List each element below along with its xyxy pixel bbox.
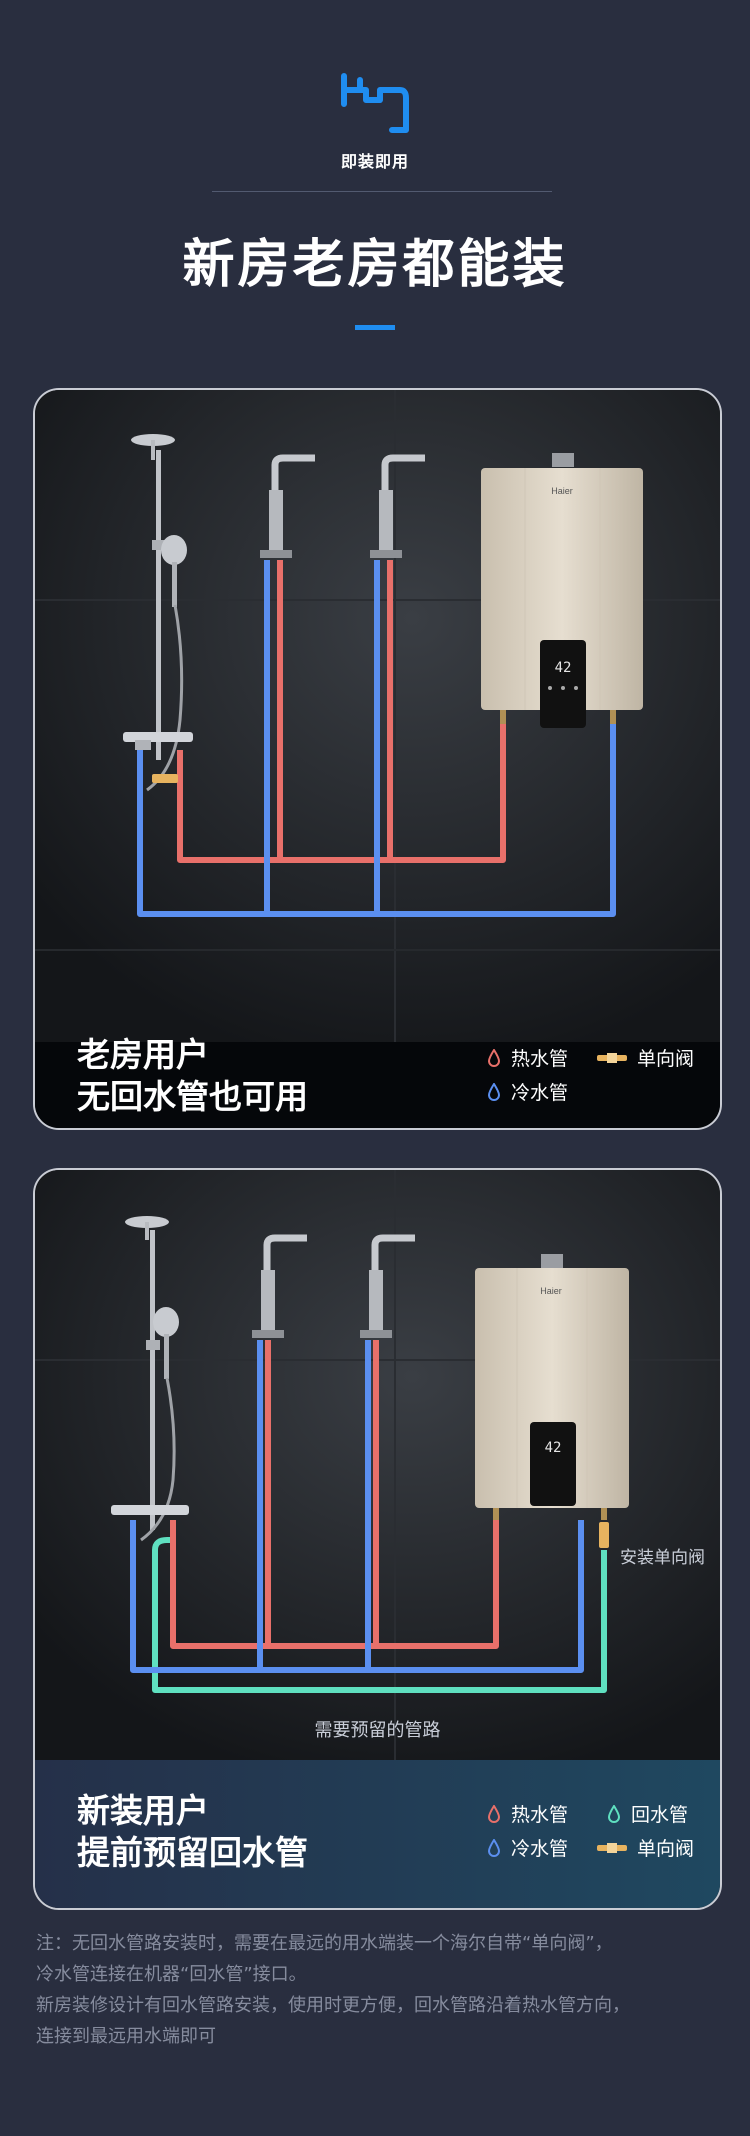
- check-valve-icon: [599, 1522, 609, 1548]
- reserve-label: 需要预留的管路: [314, 1720, 441, 1741]
- svg-text:42: 42: [545, 1440, 562, 1456]
- note-line2: 冷水管连接在机器“回水管”接口。: [36, 1964, 307, 1985]
- hot-pipes: [170, 1340, 499, 1649]
- caption-bar: 老房用户 无回水管也可用 热水管 单向阀 冷水管: [35, 1035, 720, 1128]
- return-pipe: [152, 1537, 607, 1693]
- return-drop-icon: [607, 1804, 621, 1823]
- hot-pipes: [177, 560, 506, 863]
- faucet-pipe-icon: [341, 73, 409, 133]
- new-house-card: Haier 42 安装单向阀 需要预留的管路 新装用户 提前预留回水管 热水管: [33, 1168, 722, 1910]
- caption-line2: 提前预留回水管: [77, 1833, 308, 1872]
- valve-label: 安装单向阀: [620, 1548, 705, 1568]
- new-house-diagram: Haier 42: [35, 1170, 720, 1760]
- faucet-left: [260, 454, 315, 558]
- valve-icon: [597, 1052, 627, 1063]
- svg-text:42: 42: [555, 660, 572, 676]
- shower-fixture: [111, 1216, 189, 1542]
- header-tag: 即装即用: [340, 152, 409, 171]
- page-title: 新房老房都能装: [182, 235, 568, 295]
- header-section: 即装即用 新房老房都能装: [0, 0, 750, 370]
- shower-fixture: [123, 434, 193, 792]
- note-line4: 连接到最远用水端即可: [36, 2026, 216, 2047]
- svg-text:Haier: Haier: [551, 486, 573, 496]
- note-line3: 新房装修设计有回水管路安装，使用时更方便，回水管路沿着热水管方向，: [36, 1995, 630, 2016]
- caption-line1: 老房用户: [77, 1035, 209, 1074]
- legend-hot: 热水管: [487, 1800, 568, 1827]
- note-line1: 注：无回水管路安装时，需要在最远的用水端装一个海尔自带“单向阀”，: [36, 1933, 613, 1954]
- caption-bar: 新装用户 提前预留回水管 热水管 回水管 冷水管 单向阀: [35, 1760, 720, 1908]
- water-heater: Haier 42: [481, 453, 643, 728]
- svg-text:Haier: Haier: [540, 1286, 562, 1296]
- valve-icon: [597, 1842, 627, 1853]
- cold-drop-icon: [487, 1838, 501, 1857]
- legend-cold: 冷水管: [487, 1078, 568, 1105]
- cold-pipes: [130, 1340, 584, 1673]
- legend-cold: 冷水管: [487, 1834, 568, 1861]
- cold-pipes: [137, 560, 616, 917]
- caption-line1: 新装用户: [77, 1791, 209, 1830]
- hot-drop-icon: [487, 1048, 501, 1067]
- check-valve-icon: [152, 774, 178, 783]
- caption-line2: 无回水管也可用: [77, 1077, 308, 1116]
- header-divider: [212, 191, 552, 192]
- hot-drop-icon: [487, 1804, 501, 1823]
- faucet-left: [252, 1234, 307, 1338]
- water-heater: Haier 42: [475, 1254, 629, 1520]
- faucet-right: [370, 454, 425, 558]
- legend-valve: 单向阀: [597, 1834, 694, 1861]
- legend-hot: 热水管: [487, 1044, 568, 1071]
- footnote: 注：无回水管路安装时，需要在最远的用水端装一个海尔自带“单向阀”， 冷水管连接在…: [36, 1928, 726, 2052]
- legend-valve: 单向阀: [597, 1044, 694, 1071]
- faucet-right: [360, 1234, 415, 1338]
- legend-return: 回水管: [607, 1800, 688, 1827]
- old-house-card: Haier 42 老房用户 无回水管也可用 热水管 单向阀: [33, 388, 722, 1130]
- old-house-diagram: Haier 42: [35, 390, 720, 1042]
- title-accent-bar: [355, 325, 395, 330]
- cold-drop-icon: [487, 1082, 501, 1101]
